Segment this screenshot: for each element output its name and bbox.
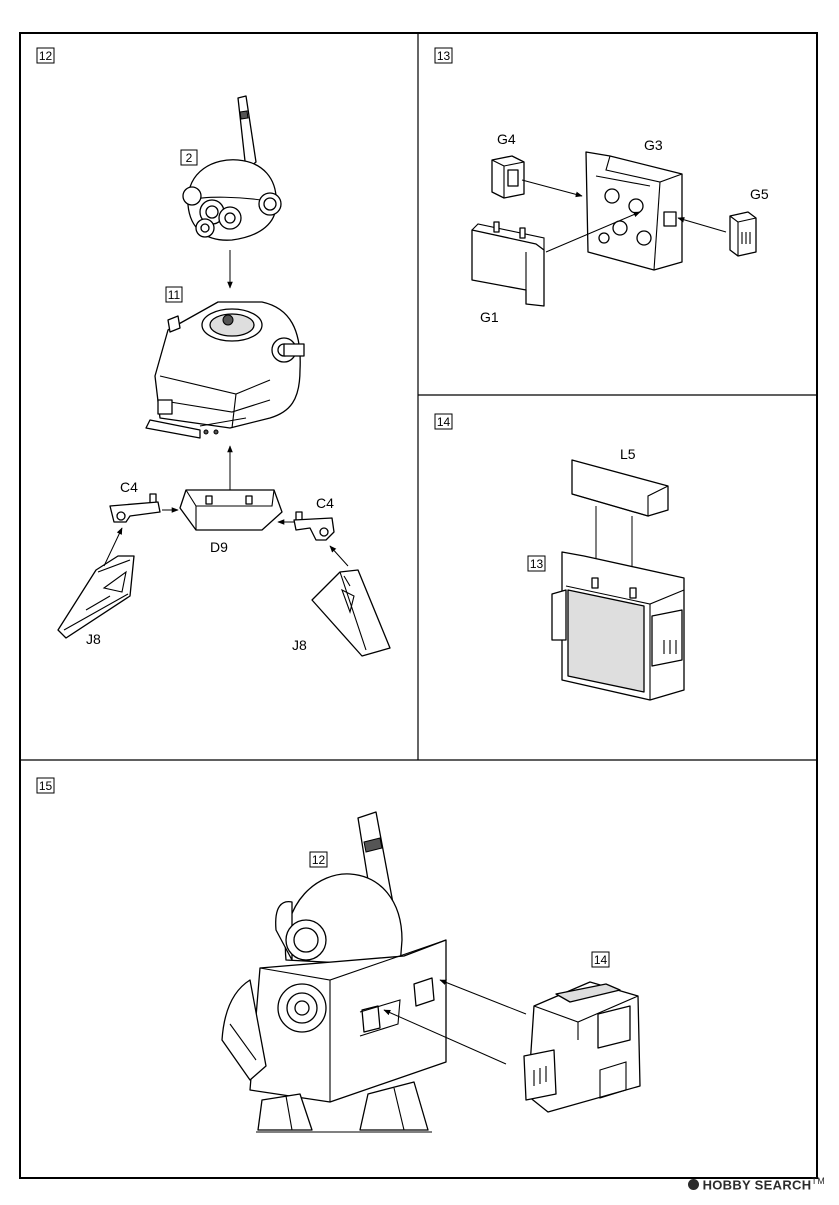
part-c4-left-illustration [109,493,161,523]
part-g5-illustration [663,211,757,257]
step12-panel: 2 11 [57,95,391,657]
backpack-unit-illustration [523,981,641,1113]
label-g1: G1 [480,309,499,325]
step-number-14: 14 [437,415,451,429]
step-badge-15: 15 [36,777,55,794]
svg-text:2: 2 [186,151,193,165]
svg-text:14: 14 [594,953,608,967]
head-part-illustration [182,95,282,241]
part-g1-illustration [471,221,545,307]
unit-13-illustration [551,551,685,701]
ref-badge-body: 11 [165,286,183,303]
label-c4-right: C4 [316,495,334,511]
watermark-brand: HOBBY SEARCHTM [687,1176,825,1193]
step13-panel: G4 G3 G5 [471,131,769,325]
part-g3-illustration [585,151,683,271]
step-number-15: 15 [39,779,53,793]
body-part-illustration [145,301,305,439]
assembled-robot-illustration [221,811,447,1133]
step14-panel: L5 13 [527,446,685,701]
part-g4-illustration [491,155,525,199]
ref-badge-unit-13: 13 [527,555,546,572]
step-number-13: 13 [437,49,451,63]
label-c4-left: C4 [120,479,138,495]
part-l5-illustration [571,459,669,517]
ref-badge-body-12: 12 [309,851,328,868]
part-d9-illustration [179,489,283,531]
brand-logo-icon [687,1179,699,1191]
watermark-tm: TM [811,1176,825,1186]
label-j8-right: J8 [292,637,307,653]
part-j8-left-illustration [57,555,135,639]
svg-text:11: 11 [168,288,181,302]
watermark-text: HOBBY SEARCH [702,1177,812,1193]
label-l5: L5 [620,446,636,462]
svg-text:12: 12 [312,853,326,867]
label-d9: D9 [210,539,228,555]
label-g5: G5 [750,186,769,202]
label-g3: G3 [644,137,663,153]
svg-text:13: 13 [530,557,544,571]
step-badge-13: 13 [434,47,453,64]
part-j8-right-illustration [311,569,391,657]
ref-badge-head: 2 [180,149,198,166]
label-j8-left: J8 [86,631,101,647]
step15-panel: 12 [221,811,641,1133]
step-number-12: 12 [39,49,53,63]
label-g4: G4 [497,131,516,147]
part-c4-right-illustration [293,511,335,541]
step-badge-12: 12 [36,47,55,64]
step-badge-14: 14 [434,413,453,430]
ref-badge-pack-14: 14 [591,951,610,968]
sheet-frame [19,32,818,1179]
